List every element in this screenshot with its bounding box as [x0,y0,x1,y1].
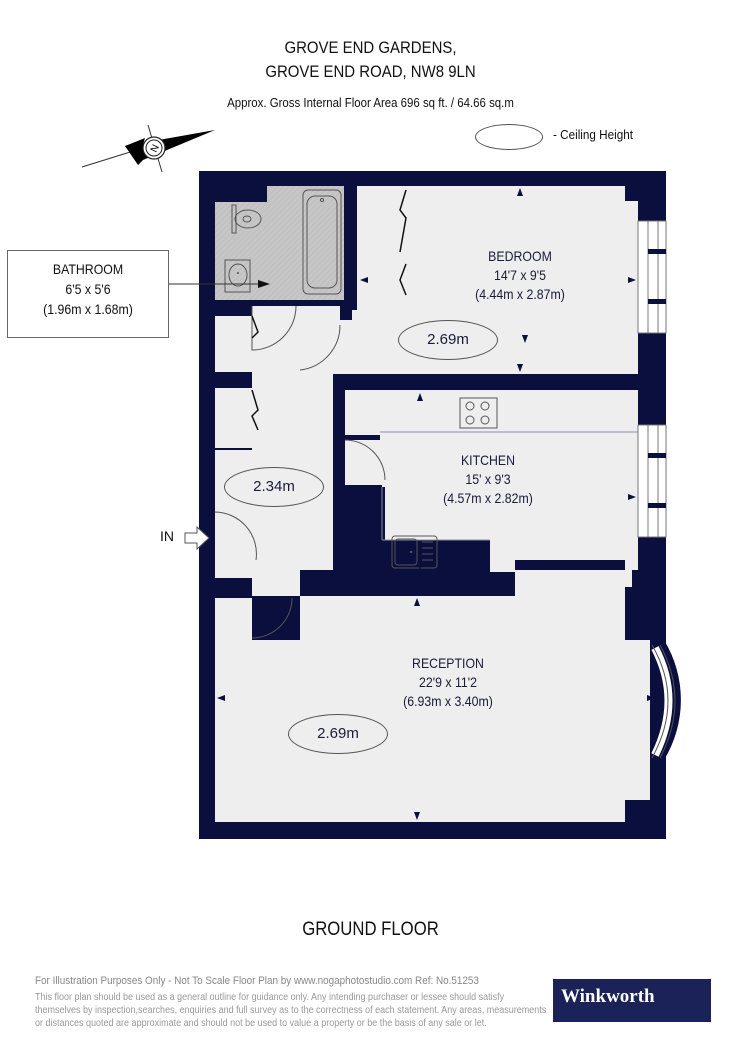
cupboard-1 [215,316,252,372]
hob-icon [459,397,498,429]
sink-icon [391,535,438,569]
hallway-floor [215,306,352,596]
bedroom-label: BEDROOM 14'7 x 9'5 (4.44m x 2.87m) [432,247,608,304]
floor-name: GROUND FLOOR [302,919,439,940]
reception-name: RECEPTION [412,655,484,671]
bathtub-icon [302,189,342,295]
kitchen-label: KITCHEN 15' x 9'3 (4.57m x 2.82m) [400,451,576,508]
bedroom-name: BEDROOM [488,248,552,264]
floor-area-text: Approx. Gross Internal Floor Area 696 sq… [227,95,514,110]
kitchen-metric: (4.57m x 2.82m) [443,490,533,506]
entrance-label: IN [160,528,174,544]
disclaimer-line-2: themselves by inspection,searches, enqui… [35,1005,547,1016]
bay-window-reception [650,640,681,760]
wardrobe-2 [357,262,406,302]
bedroom-metric: (4.44m x 2.87m) [475,286,565,302]
north-arrow-icon: N [81,124,215,173]
kitchen-name: KITCHEN [460,452,516,468]
reception-north-wall [300,572,515,596]
bathroom-name: BATHROOM [52,261,124,277]
disclaimer-line-1: This floor plan should be used as a gene… [35,992,505,1003]
reception-floor [215,570,650,822]
cupboard-2 [215,388,252,448]
footer-credit: For Illustration Purposes Only - Not To … [35,975,479,987]
reception-imperial: 22'9 x 11'2 [419,674,477,690]
window-kitchen [637,424,667,538]
winkworth-logo: Winkworth [553,979,711,1022]
toilet-icon [231,204,262,234]
bathroom-metric: (1.96m x 1.68m) [43,301,133,317]
wardrobe-1 [357,186,406,254]
disclaimer-line-3: or distances quoted are approximate and … [35,1018,487,1029]
kitchen-cupboard [345,390,380,435]
entrance-arrow-icon [184,525,210,551]
property-title-line1: GROVE END GARDENS, [284,38,457,57]
reception-label: RECEPTION 22'9 x 11'2 (6.93m x 3.40m) [360,654,536,711]
ceiling-height-legend: - Ceiling Height [475,122,675,150]
bedroom-ceiling-height: 2.69m [398,320,498,360]
property-title-line2: GROVE END ROAD, NW8 9LN [265,62,476,81]
reception-metric: (6.93m x 3.40m) [403,693,493,709]
window-bedroom [637,220,667,334]
bathroom-label-box: BATHROOM 6'5 x 5'6 (1.96m x 1.68m) [7,250,169,338]
kitchen-imperial: 15' x 9'3 [465,471,511,487]
hallway-ceiling-height: 2.34m [224,467,324,507]
bathroom-floor [215,186,344,300]
ceiling-height-ellipse-icon [475,124,543,150]
ceiling-height-legend-label: - Ceiling Height [553,127,633,142]
kitchen-floor [345,390,638,587]
basin-icon [224,259,251,293]
bedroom-imperial: 14'7 x 9'5 [494,267,546,283]
reception-ceiling-height: 2.69m [288,714,388,754]
bathroom-imperial: 6'5 x 5'6 [65,281,111,297]
svg-text:N: N [149,143,162,154]
